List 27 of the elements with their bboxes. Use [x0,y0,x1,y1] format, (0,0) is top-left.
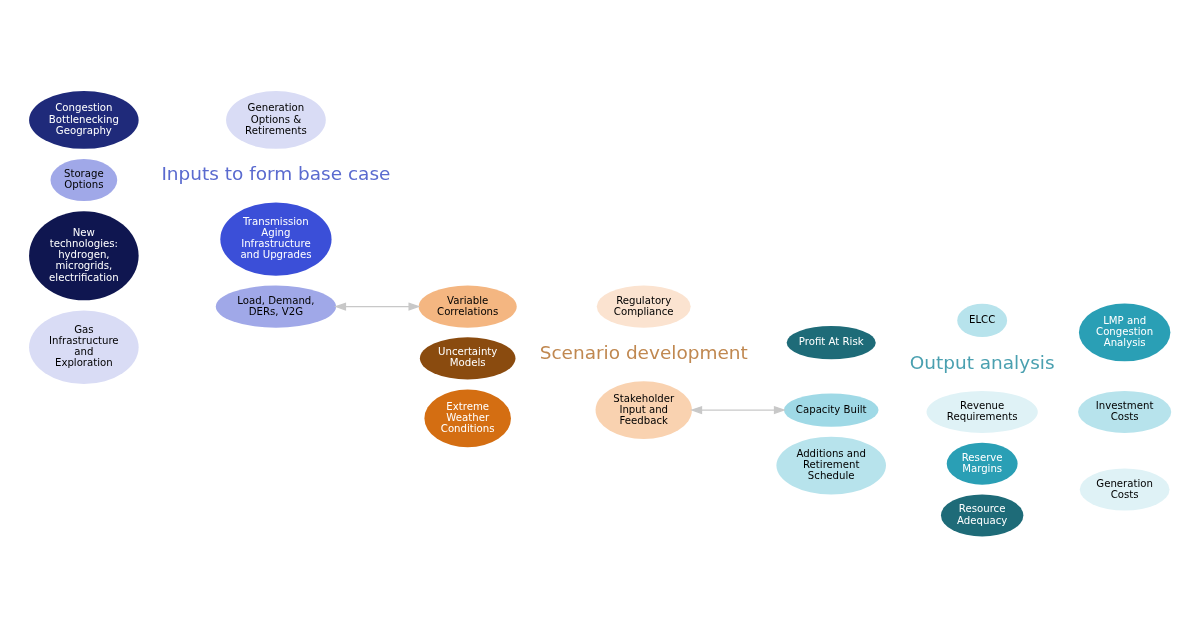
label: Output analysis [909,351,1055,373]
node-ellipse: Extreme Weather Conditions [424,389,511,448]
label: Scenario development [539,342,748,364]
node-ellipse: Load, Demand, DERs, V2G [215,285,337,328]
node-ellipse: ELCC [957,303,1008,338]
node-ellipse: LMP and Congestion Analysis [1078,303,1171,362]
node-ellipse: Transmission Aging Infrastructure and Upgrades [220,202,332,276]
node-ellipse: Capacity Built [783,393,879,427]
node-ellipse: Investment Costs [1078,390,1172,433]
node-ellipse: Profit At Risk [786,326,876,360]
node-ellipse: Resource Adequacy [940,494,1024,537]
node-ellipse: Revenue Requirements [926,390,1038,433]
node-ellipse: Generation Options & Retirements [226,91,326,149]
label: Inputs to form base case [161,163,391,185]
node-ellipse: Additions and Retirement Schedule [776,436,886,495]
arrow [334,302,421,311]
node-ellipse: Stakeholder Input and Feedback [595,381,692,439]
node-ellipse: Storage Options [50,159,118,202]
node-ellipse: Generation Costs [1079,468,1170,511]
node-ellipse: Gas Infrastructure and Exploration [29,310,139,384]
node-ellipse: Uncertainty Models [419,337,516,380]
node-ellipse: Congestion Bottlenecking Geography [29,91,139,149]
node-ellipse: New technologies: hydrogen, microgrids, electrification [29,211,139,301]
node-ellipse: Regulatory Compliance [596,285,691,328]
arrow [690,405,786,415]
node-ellipse: Variable Correlations [418,285,517,328]
node-ellipse: Reserve Margins [946,442,1018,485]
